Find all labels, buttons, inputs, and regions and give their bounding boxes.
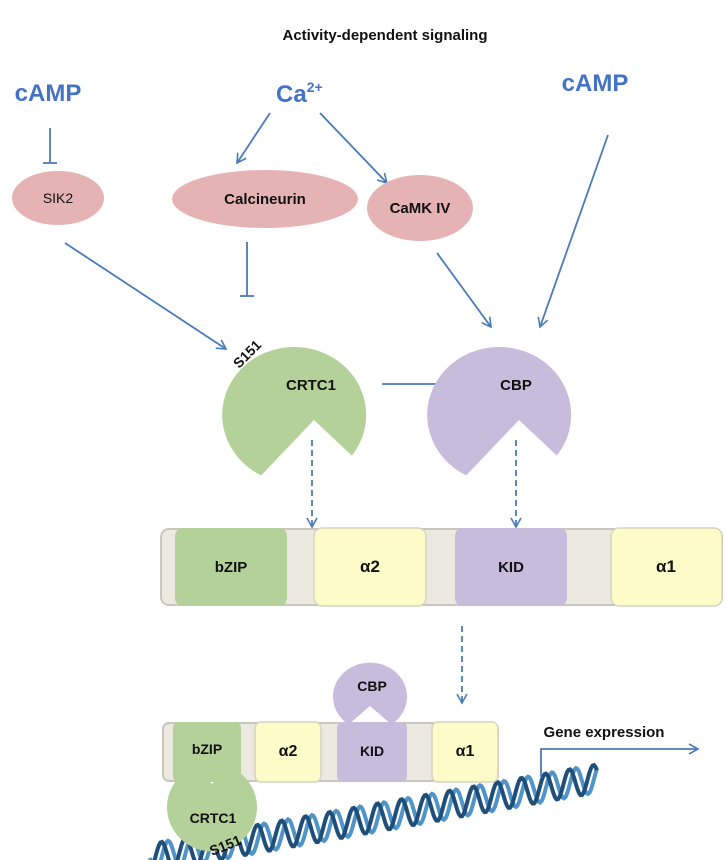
crtc1-label-bottom: CRTC1: [190, 810, 237, 826]
camp-right-label: cAMP: [562, 70, 629, 97]
crtc1-label: CRTC1: [286, 377, 336, 394]
cbp-label: CBP: [500, 377, 532, 394]
alpha1-domain-top: [610, 527, 723, 607]
cbp-label-bottom: CBP: [357, 678, 387, 694]
alpha1-label-bottom: α1: [456, 743, 475, 760]
alpha1-domain-bottom: [431, 721, 499, 783]
alpha2-label-top: α2: [360, 557, 380, 576]
ca-to-calcineurin-arrow: [236, 112, 271, 165]
bzip-label-bottom: bZIP: [192, 741, 222, 757]
camk4-label: CaMK IV: [390, 200, 451, 217]
alpha2-domain-bottom: [254, 721, 322, 783]
diagram-title: Activity-dependent signaling: [282, 27, 487, 44]
gene-expression-label: Gene expression: [544, 724, 665, 741]
camk4-node: [367, 175, 473, 241]
calcineurin-node: [172, 170, 358, 228]
calcium-base: Ca: [276, 81, 307, 108]
sik2-node: [12, 171, 104, 225]
calcium-superscript: 2+: [307, 79, 323, 95]
cbp-shape-bottom: [332, 662, 407, 725]
alpha2-label-bottom: α2: [279, 743, 298, 760]
gene-expression-arrow: [540, 743, 700, 777]
bzip-label-top: bZIP: [215, 559, 248, 576]
crtc1-shape-bottom: [167, 767, 257, 852]
camp-to-cbp-arrow: [537, 134, 609, 329]
alpha2-domain-top: [313, 527, 427, 607]
sik2-to-s151-arrow: [64, 242, 228, 350]
bzip-domain-top: [175, 528, 287, 606]
camk4-to-cbp-arrow: [436, 252, 492, 329]
dna-strand: [152, 762, 599, 860]
camp-left-label: cAMP: [15, 80, 82, 107]
kid-domain-bottom: [337, 722, 407, 782]
kid-label-bottom: KID: [360, 743, 384, 759]
bzip-domain-bottom: [173, 722, 241, 782]
sik2-label: SIK2: [43, 190, 74, 206]
crtc1-shape: [222, 346, 367, 476]
kid-domain-top: [455, 528, 567, 606]
kid-label-top: KID: [498, 559, 524, 576]
calcineurin-label: Calcineurin: [224, 191, 306, 208]
alpha1-label-top: α1: [656, 557, 676, 576]
ca-to-camk4-arrow: [319, 112, 389, 185]
cbp-shape: [427, 346, 572, 476]
calcium-label: Ca2+: [276, 79, 323, 108]
dna-helix: [148, 762, 599, 860]
